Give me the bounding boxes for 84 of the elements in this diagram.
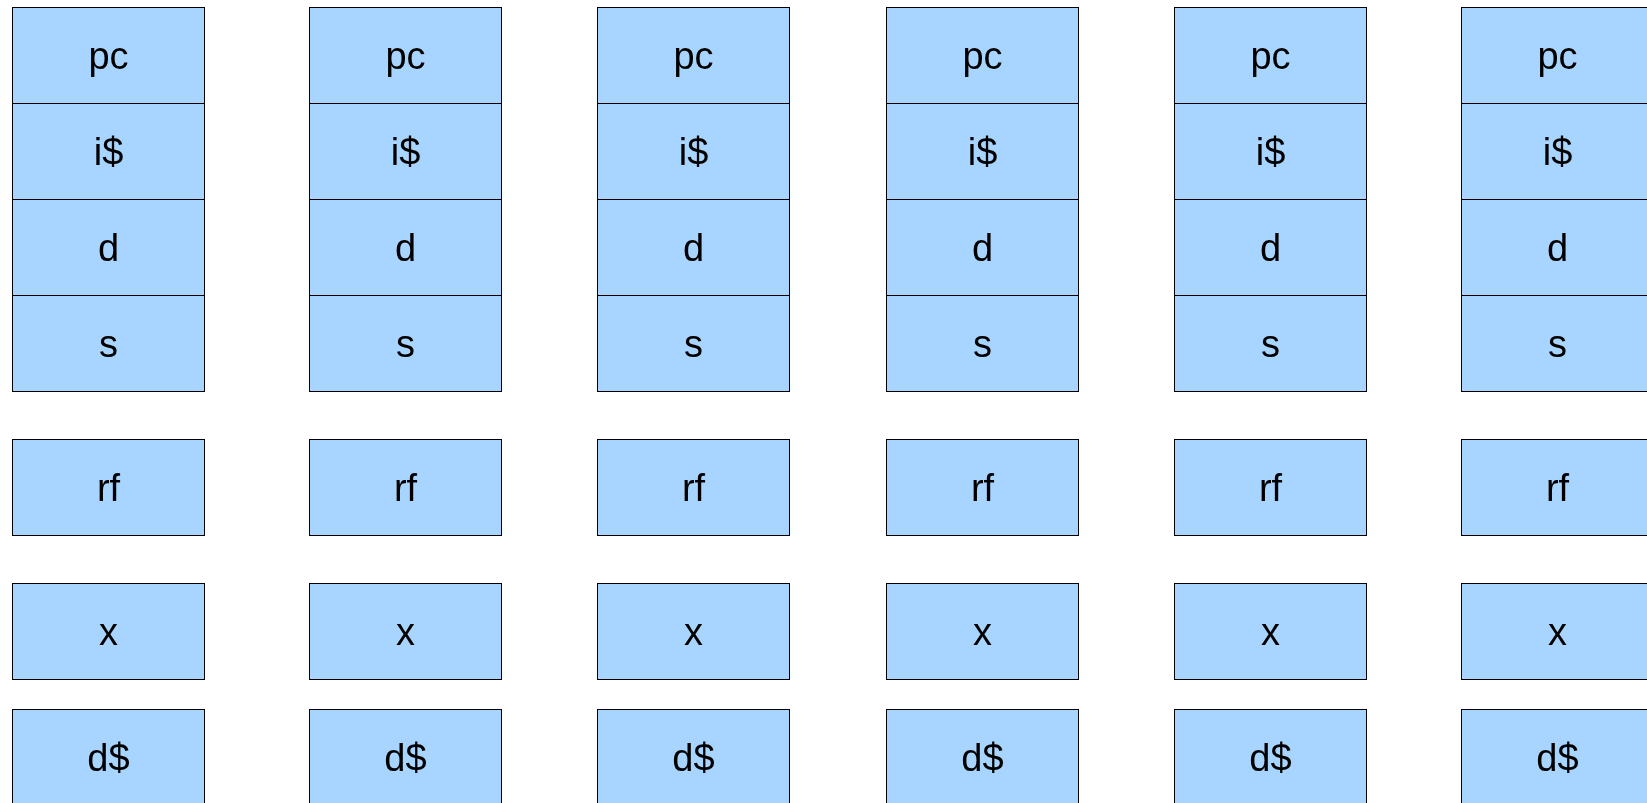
stage-label: i$ [1255,132,1286,171]
stage-box [597,583,790,680]
stage-box [886,199,1079,296]
stage-box [309,7,502,104]
stage-box [1461,439,1647,536]
stage-box [12,199,205,296]
stage-label: x [99,612,118,651]
stage-box [12,709,205,803]
stage-box [309,439,502,536]
stage-label: d$ [87,738,130,777]
stage-box [597,103,790,200]
stage-label: d [971,228,994,267]
stage-label: i$ [390,132,421,171]
stage-label: rf [1545,468,1570,507]
stage-box [12,7,205,104]
stage-box [597,709,790,803]
stage-box [886,7,1079,104]
stage-label: pc [962,36,1003,75]
stage-label: i$ [678,132,709,171]
stage-box [309,103,502,200]
stage-box [886,295,1079,392]
stage-box [886,439,1079,536]
stage-box [1461,709,1647,803]
stage-box [309,709,502,803]
stage-label: pc [1250,36,1291,75]
stage-label: i$ [967,132,998,171]
stage-label: d [1259,228,1282,267]
stage-box [886,583,1079,680]
stage-box [12,583,205,680]
stage-label: pc [88,36,129,75]
stage-label: pc [385,36,426,75]
stage-box [1174,199,1367,296]
stage-label: i$ [1542,132,1573,171]
stage-box [597,7,790,104]
stage-box [309,199,502,296]
stage-box [12,439,205,536]
stage-label: pc [673,36,714,75]
stage-box [597,439,790,536]
stage-label: rf [96,468,121,507]
stage-label: rf [1258,468,1283,507]
stage-box [1461,7,1647,104]
stage-box [597,295,790,392]
stage-label: i$ [93,132,124,171]
stage-box [1461,103,1647,200]
stage-label: d$ [672,738,715,777]
stage-box [12,103,205,200]
stage-label: x [973,612,992,651]
stage-box [1174,583,1367,680]
stage-box [1461,295,1647,392]
stage-box [597,199,790,296]
stage-box [1174,7,1367,104]
stage-label: d [97,228,120,267]
stage-box [1461,199,1647,296]
stage-label: pc [1537,36,1578,75]
stage-box [309,295,502,392]
stage-box [12,295,205,392]
stage-label: x [1548,612,1567,651]
stage-box [886,103,1079,200]
stage-label: s [1261,324,1280,363]
stage-label: d [394,228,417,267]
stage-box [1174,103,1367,200]
stage-box [886,709,1079,803]
stage-box [1461,583,1647,680]
stage-label: s [396,324,415,363]
stage-label: d$ [961,738,1004,777]
stage-label: rf [681,468,706,507]
stage-label: d$ [384,738,427,777]
stage-label: d$ [1536,738,1579,777]
stage-box [1174,439,1367,536]
stage-box [1174,709,1367,803]
stage-label: rf [393,468,418,507]
stage-label: d [682,228,705,267]
stage-label: s [1548,324,1567,363]
stage-box [1174,295,1367,392]
stage-label: x [396,612,415,651]
stage-label: s [684,324,703,363]
stage-label: rf [970,468,995,507]
stage-box [309,583,502,680]
stage-label: x [1261,612,1280,651]
stage-label: x [684,612,703,651]
stage-label: s [99,324,118,363]
stage-label: s [973,324,992,363]
stage-label: d$ [1249,738,1292,777]
stage-label: d [1546,228,1569,267]
